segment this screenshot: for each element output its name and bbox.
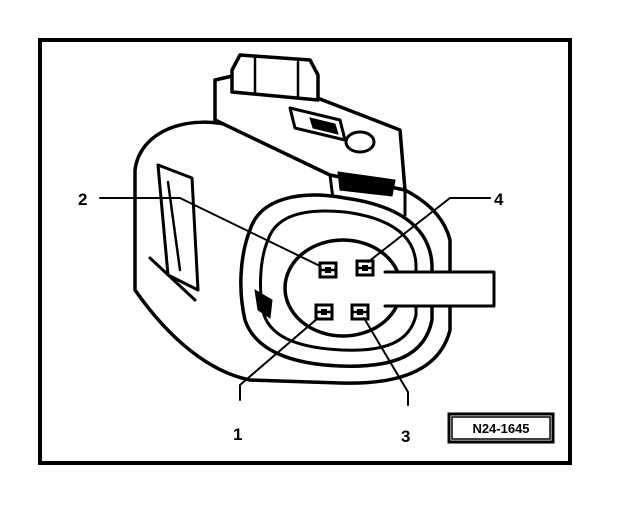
pin-terminal-4 [355, 259, 375, 277]
pin-terminal-3 [350, 303, 370, 321]
pin-cavity [283, 238, 403, 338]
leader-line-2 [99, 197, 321, 267]
pin-label-4: 4 [494, 190, 504, 209]
leader-line-1 [239, 317, 319, 401]
reference-code-box: N24-1645 [447, 412, 555, 444]
pin-label-3: 3 [401, 427, 410, 446]
top-clip [230, 53, 320, 102]
side-latch-slot [156, 163, 200, 292]
leader-line-3 [363, 317, 409, 406]
leader-line-4 [367, 197, 491, 263]
coding-rib [383, 270, 496, 308]
pin-label-2: 2 [78, 190, 87, 209]
tab-slot [337, 171, 396, 197]
pin-label-1: 1 [233, 425, 242, 444]
pin-terminal-1 [314, 303, 334, 321]
pin-terminal-2 [318, 261, 338, 279]
leader-lines [99, 197, 491, 406]
reference-code: N24-1645 [472, 421, 529, 436]
